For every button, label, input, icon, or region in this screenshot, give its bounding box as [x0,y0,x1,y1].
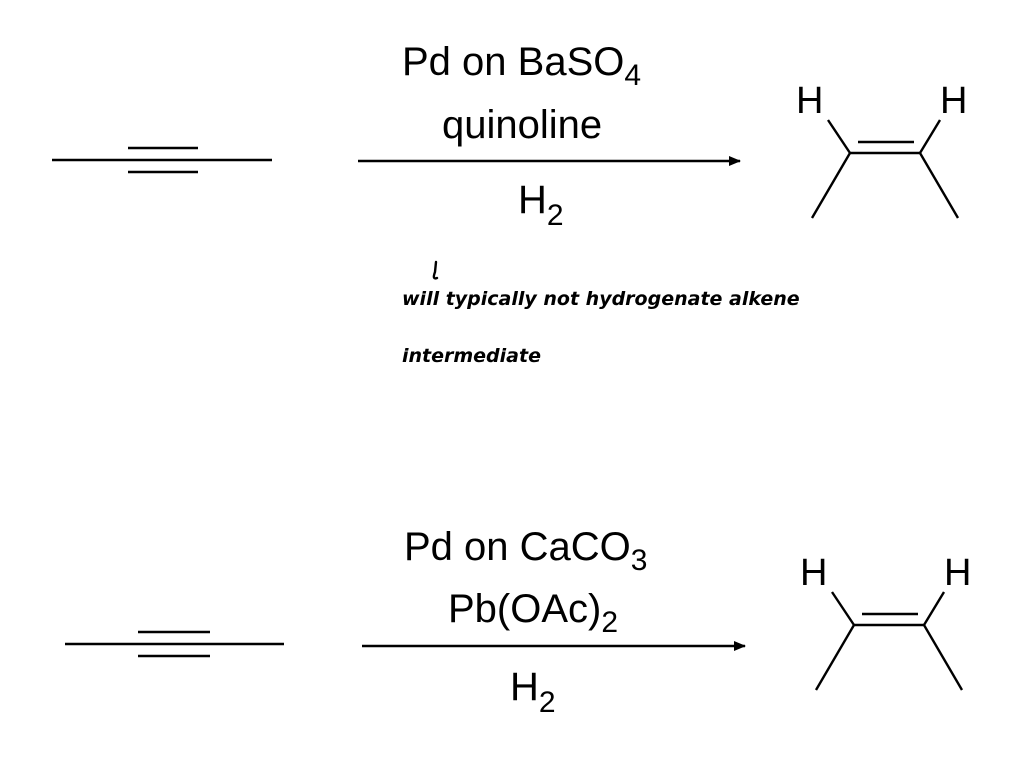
product-2-right-methyl-bond [922,624,964,691]
annotation-line-2: intermediate [402,345,541,367]
reaction-1-reagent-poison: quinoline [442,103,602,147]
reactant-1-alkyne [52,146,272,174]
product-1-h-left: H [796,80,823,122]
product-2-h-left: H [800,552,827,594]
reaction-2: Pd on CaCO3 Pb(OAc)2 H2 H H [65,525,971,719]
reactant-2-alkyne [65,630,284,658]
reaction-2-reagent-poison: Pb(OAc)2 [448,587,618,639]
reaction-2-reagent-hydrogen: H2 [510,665,556,719]
product-1-right-methyl-bond [918,152,960,219]
reaction-1-reagent-catalyst: Pd on BaSO4 [402,40,641,92]
annotation-pointer-mark [432,260,439,280]
product-2-cis-alkene: H H [800,552,971,691]
product-2-h-left-bond [831,591,855,626]
reaction-1-reagent-hydrogen: H2 [518,178,564,232]
product-1-cis-alkene: H H [796,80,967,219]
handwritten-annotation: will typically not hydrogenate alkene in… [402,260,800,367]
product-2-h-right-bond [922,591,946,626]
product-1-h-left-bond [827,119,851,154]
product-1-left-methyl-bond [810,152,852,219]
reaction-2-reagent-catalyst: Pd on CaCO3 [404,525,647,577]
product-1-h-right: H [940,80,967,122]
product-1-h-right-bond [918,119,942,154]
product-2-h-right: H [944,552,971,594]
annotation-line-1: will typically not hydrogenate alkene [402,288,800,310]
reaction-1: Pd on BaSO4 quinoline H2 H H [52,40,967,232]
product-2-left-methyl-bond [814,624,856,691]
